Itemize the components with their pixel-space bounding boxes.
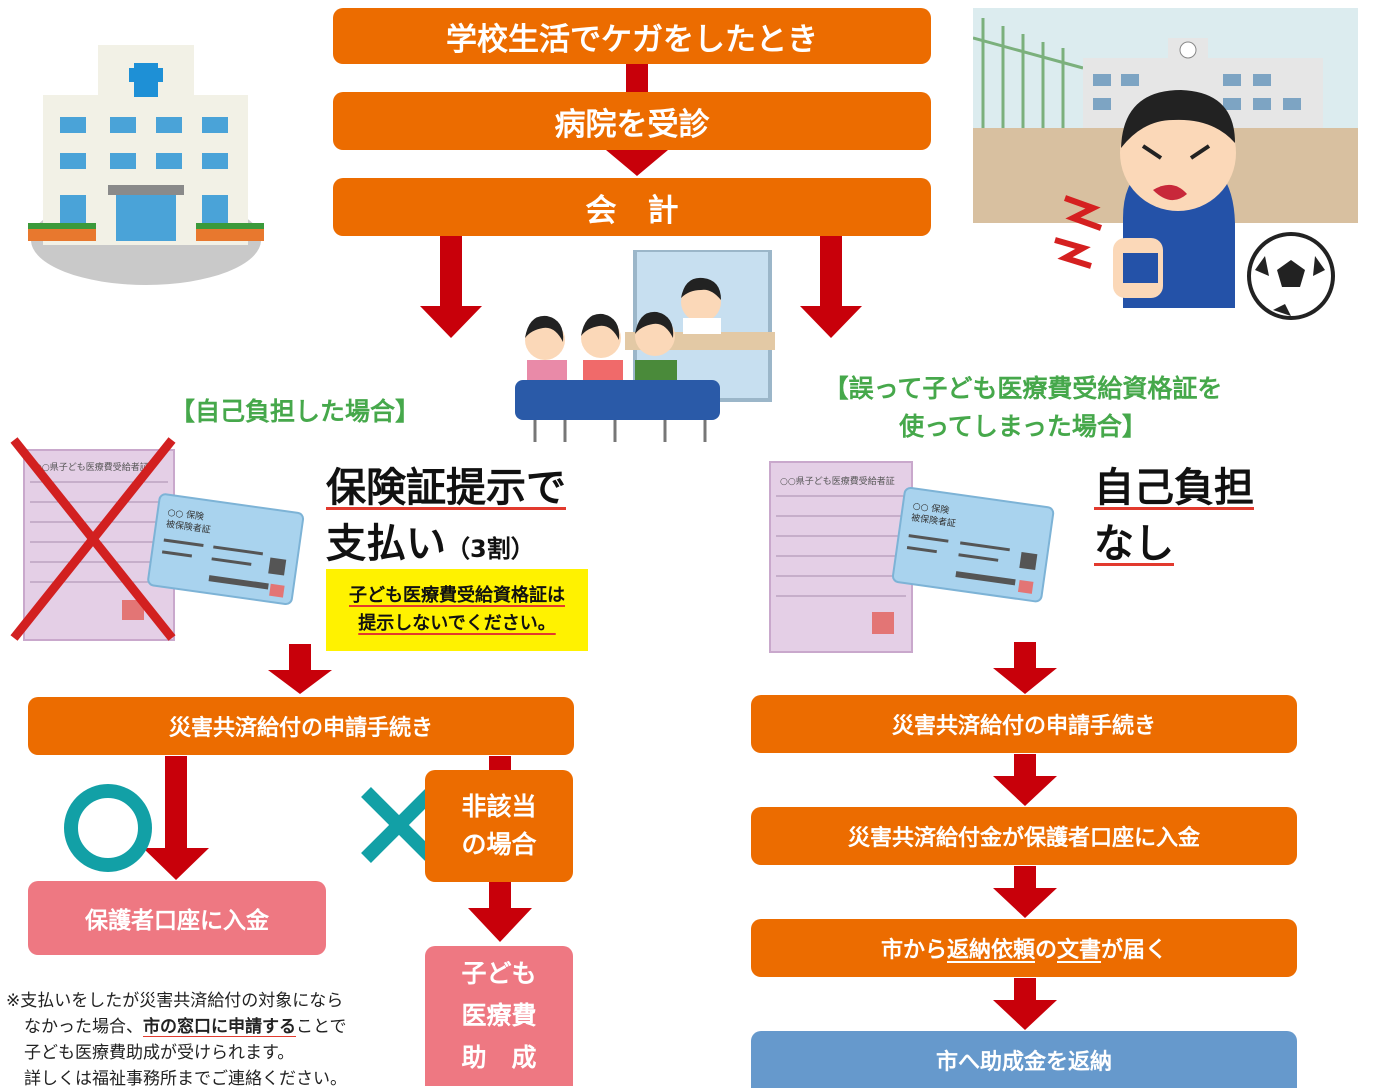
hospital-illustration <box>28 45 264 285</box>
letter-post: が届く <box>1101 938 1168 963</box>
right-heading-line2: 使ってしまった場合】 <box>899 412 1147 441</box>
left-apply-box: 災害共済給付の申請手続き <box>28 697 574 755</box>
warning-box: 子ども医療費受給資格証は 提示しないでください。 <box>326 569 588 651</box>
svg-text:○○県子ども医療費受給者証: ○○県子ども医療費受給者証 <box>780 475 895 487</box>
note-line1: ※支払いをしたが災害共済給付の対象になら <box>6 991 344 1011</box>
injured-child-illustration <box>973 8 1358 320</box>
svg-text:○○県子ども医療費受給者証: ○○県子ども医療費受給者証 <box>34 461 149 473</box>
letter-mid: の <box>1034 938 1057 963</box>
crossed-certificate-and-insurance-card: ○○県子ども医療費受給者証 ○○ 保険 被保険者証 <box>10 437 305 641</box>
step-injury: 学校生活でケガをしたとき <box>333 8 931 64</box>
note-line3: 子ども医療費助成が受けられます。 <box>24 1043 295 1063</box>
note-line4: 詳しくは福祉事務所までご連絡ください。 <box>24 1069 347 1089</box>
note-line2-post: ことで <box>296 1017 347 1037</box>
note-line2-underlined: 市の窓口に申請する <box>143 1017 296 1037</box>
not-applicable-line1: 非該当 <box>461 792 537 821</box>
right-no-payment-text: 自己負担 なし <box>1094 460 1254 572</box>
certificate-and-insurance-card: ○○県子ども医療費受給者証 ○○ 保険 被保険者証 <box>769 461 1055 653</box>
ok-deposit-box: 保護者口座に入金 <box>28 881 326 955</box>
footnote: ※支払いをしたが災害共済給付の対象になら なかった場合、市の窓口に申請することで… <box>6 988 418 1092</box>
pay-line2: 支払い <box>326 521 446 567</box>
letter-pre: 市から <box>880 938 947 963</box>
not-applicable-box: 非該当 の場合 <box>425 770 573 882</box>
right-deposit-box: 災害共済給付金が保護者口座に入金 <box>751 807 1297 865</box>
pay-line1: 保険証提示で <box>326 465 566 511</box>
refund-request-letter-box: 市から返納依頼の文書が届く <box>751 919 1297 977</box>
warning-line1: 子ども医療費受給資格証は <box>349 585 565 606</box>
left-heading: 【自己負担した場合】 <box>169 397 420 426</box>
step-hospital: 病院を受診 <box>333 92 931 150</box>
not-applicable-line2: の場合 <box>461 830 537 859</box>
no-pay-line2: なし <box>1094 521 1174 567</box>
note-line2-pre: なかった場合、 <box>24 1017 143 1037</box>
step-payment: 会 計 <box>333 178 931 236</box>
reception-illustration <box>515 250 775 442</box>
cross-ng-icon <box>361 787 437 863</box>
left-payment-text: 保険証提示で 支払い（3割） <box>326 460 566 577</box>
right-heading-line1: 【誤って子ども医療費受給資格証を <box>823 374 1223 403</box>
pay-ratio: （3割） <box>446 535 535 563</box>
no-pay-line1: 自己負担 <box>1094 465 1254 511</box>
subsidy-line3: 助 成 <box>461 1043 537 1072</box>
warning-line2: 提示しないでください。 <box>358 613 556 634</box>
right-apply-box: 災害共済給付の申請手続き <box>751 695 1297 753</box>
refund-box: 市へ助成金を返納 <box>751 1031 1297 1088</box>
subsidy-line1: 子ども <box>461 959 537 988</box>
letter-underlined-1: 返納依頼 <box>946 938 1035 963</box>
subsidy-line2: 医療費 <box>461 1001 537 1030</box>
right-heading: 【誤って子ども医療費受給資格証を 使ってしまった場合】 <box>768 370 1278 446</box>
circle-ok-icon <box>64 784 152 872</box>
child-medical-subsidy-box: 子ども 医療費 助 成 <box>425 946 573 1086</box>
letter-underlined-2: 文書 <box>1057 938 1102 963</box>
